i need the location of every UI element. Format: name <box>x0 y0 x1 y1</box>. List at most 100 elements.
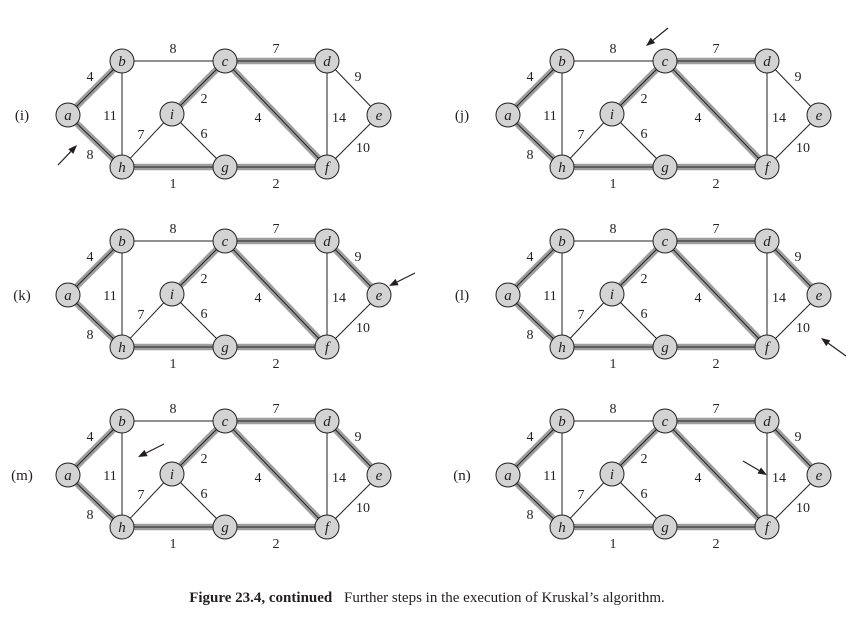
pointer-arrow-icon <box>821 338 847 357</box>
edge-weight-cd: 7 <box>713 222 720 237</box>
vertex-label: b <box>118 414 126 430</box>
panel-label: (k) <box>13 288 31 304</box>
vertex-circle <box>652 154 678 180</box>
vertex-circle <box>652 408 678 434</box>
panel-label: (n) <box>453 468 471 484</box>
edge-weight-de: 9 <box>355 250 362 265</box>
vertex-b: b <box>549 408 575 434</box>
edge-weight-df: 14 <box>772 111 786 126</box>
panel-label: (j) <box>455 108 469 124</box>
pointer-arrow-icon <box>389 272 416 286</box>
edge-weight-df: 14 <box>332 471 346 486</box>
vertex-label: a <box>504 468 512 484</box>
edge-weight-hi: 7 <box>138 308 145 323</box>
edge-weight-hg: 1 <box>170 357 177 372</box>
vertex-g: g <box>212 514 238 540</box>
edge-weight-cf: 4 <box>695 471 702 486</box>
edge-weight-ah: 8 <box>527 508 534 523</box>
vertex-b: b <box>109 408 135 434</box>
vertex-label: d <box>763 234 771 250</box>
vertex-h: h <box>109 154 135 180</box>
vertex-circle <box>212 154 238 180</box>
edge-weight-bh: 11 <box>103 289 116 304</box>
edge-weight-ab: 4 <box>527 250 534 265</box>
edge-cf <box>664 240 768 348</box>
edge-weight-bh: 11 <box>543 469 556 484</box>
vertex-label: c <box>222 414 229 430</box>
edge-weight-gf: 2 <box>713 177 720 192</box>
panel-label: (m) <box>11 468 33 484</box>
vertex-circle <box>652 334 678 360</box>
vertex-label: b <box>118 234 126 250</box>
vertex-label: b <box>558 54 566 70</box>
edge-weight-ci: 2 <box>201 452 208 467</box>
caption-label: Figure 23.4, continued <box>189 590 333 606</box>
vertex-label: h <box>558 340 566 356</box>
vertex-circle <box>754 408 780 434</box>
vertex-label: a <box>64 108 72 124</box>
vertex-label: d <box>323 414 331 430</box>
vertex-circle <box>212 228 238 254</box>
vertex-label: c <box>222 54 229 70</box>
vertex-circle <box>599 101 625 127</box>
edge-weight-ef: 10 <box>356 141 370 156</box>
vertex-h: h <box>109 514 135 540</box>
edge-weight-ef: 10 <box>796 321 810 336</box>
vertex-label: c <box>222 234 229 250</box>
vertex-label: f <box>325 520 331 536</box>
vertex-circle <box>549 228 575 254</box>
edge-weight-ah: 8 <box>87 508 94 523</box>
edge-weight-bh: 11 <box>103 109 116 124</box>
edge-weight-hi: 7 <box>578 128 585 143</box>
vertex-circle <box>599 461 625 487</box>
vertex-c: c <box>652 228 678 254</box>
vertex-h: h <box>109 334 135 360</box>
edge-weight-ah: 8 <box>87 148 94 163</box>
vertex-label: b <box>118 54 126 70</box>
vertex-i: i <box>159 461 185 487</box>
vertex-circle <box>754 154 780 180</box>
vertex-b: b <box>549 228 575 254</box>
vertex-circle <box>212 514 238 540</box>
vertex-label: b <box>558 234 566 250</box>
edge-weight-ef: 10 <box>796 141 810 156</box>
vertex-circle <box>754 48 780 74</box>
edge-weight-ef: 10 <box>356 321 370 336</box>
edge-weight-cf: 4 <box>255 291 262 306</box>
edge-cf <box>224 60 328 168</box>
edge-weight-ig: 6 <box>641 127 648 142</box>
vertex-c: c <box>652 48 678 74</box>
vertex-label: g <box>221 520 229 536</box>
edge-weight-bh: 11 <box>543 109 556 124</box>
vertex-circle <box>109 514 135 540</box>
edge-weight-cd: 7 <box>713 42 720 57</box>
vertex-circle <box>549 334 575 360</box>
edge-weight-cf: 4 <box>695 111 702 126</box>
edge-weight-ab: 4 <box>87 70 94 85</box>
edge-weight-df: 14 <box>332 111 346 126</box>
vertex-circle <box>495 462 521 488</box>
vertex-label: h <box>118 160 126 176</box>
vertex-i: i <box>599 281 625 307</box>
vertex-label: i <box>170 107 174 123</box>
vertex-label: i <box>170 467 174 483</box>
pointer-arrow-icon <box>742 460 767 475</box>
vertex-circle <box>314 48 340 74</box>
vertex-label: e <box>376 288 383 304</box>
vertex-label: e <box>816 468 823 484</box>
edge-weight-ig: 6 <box>641 307 648 322</box>
edge-ab <box>507 420 563 476</box>
vertex-a: a <box>55 462 81 488</box>
vertex-circle <box>366 102 392 128</box>
vertex-circle <box>55 282 81 308</box>
edge-weight-hi: 7 <box>138 128 145 143</box>
vertex-circle <box>212 334 238 360</box>
vertex-circle <box>314 154 340 180</box>
edge-weight-bc: 8 <box>610 402 617 417</box>
vertex-h: h <box>549 334 575 360</box>
edge-weight-cd: 7 <box>273 222 280 237</box>
